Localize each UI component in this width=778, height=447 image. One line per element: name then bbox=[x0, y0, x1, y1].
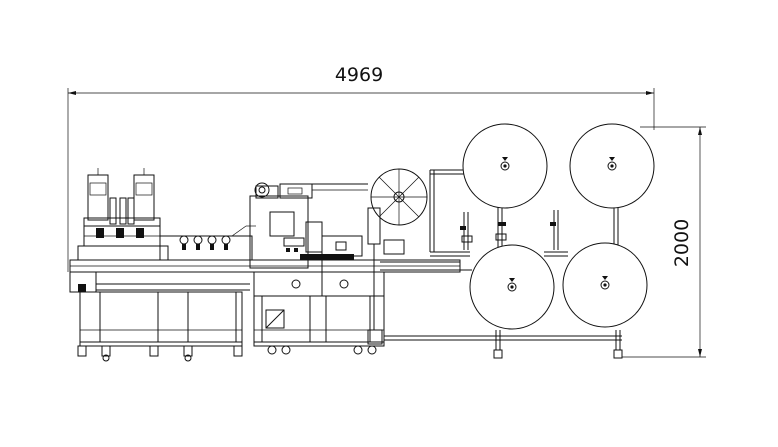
width-dimension: 4969 bbox=[67, 64, 655, 272]
forming-station bbox=[77, 168, 169, 261]
roller-section bbox=[159, 225, 256, 261]
conveyor-beam bbox=[69, 259, 461, 293]
material-reel-top-left bbox=[462, 123, 548, 209]
material-reel-bottom-right bbox=[562, 242, 648, 328]
material-reel-top-right bbox=[569, 123, 655, 209]
reel-frame bbox=[384, 169, 623, 359]
height-dimension-label: 2000 bbox=[671, 219, 693, 267]
middle-frame bbox=[253, 271, 385, 355]
ear-loop-reel bbox=[367, 168, 428, 345]
welding-unit bbox=[249, 182, 368, 296]
height-dimension: 2000 bbox=[620, 126, 706, 358]
material-reel-bottom-left bbox=[469, 244, 555, 330]
left-frame bbox=[77, 291, 243, 362]
width-dimension-label: 4969 bbox=[335, 64, 383, 86]
